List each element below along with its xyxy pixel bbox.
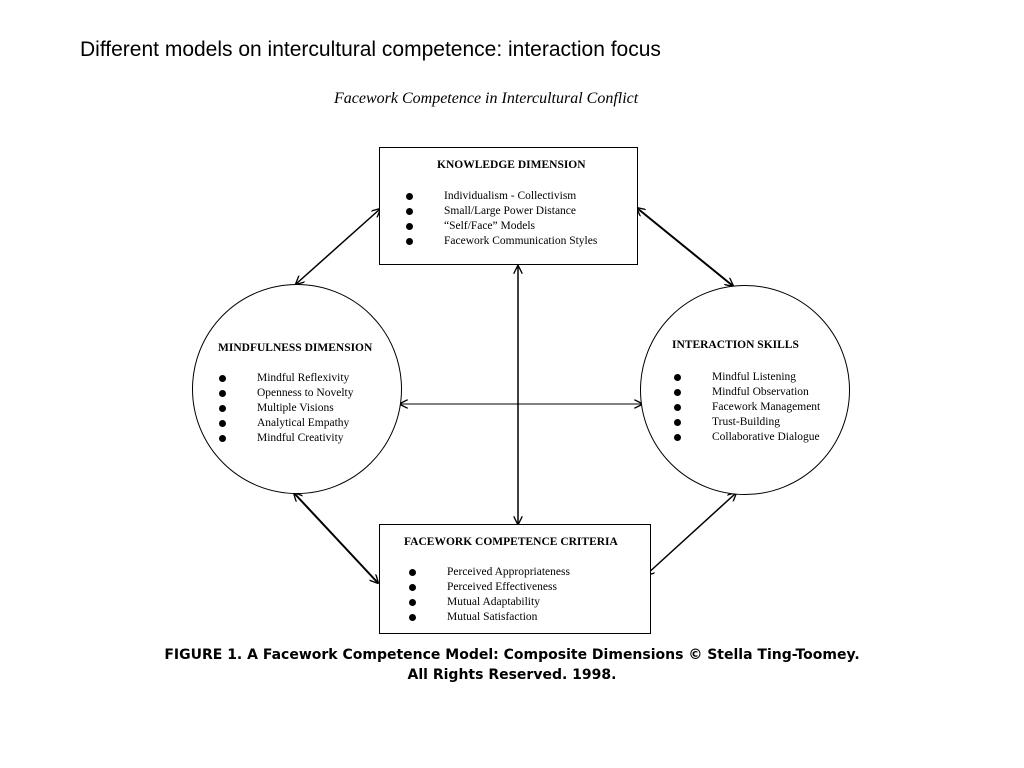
list-item: Analytical Empathy [219, 416, 353, 431]
list-item: Mindful Listening [674, 370, 820, 385]
list-item: Facework Communication Styles [406, 234, 597, 249]
list-item: Mutual Satisfaction [409, 610, 570, 625]
list-item: Mindful Creativity [219, 431, 353, 446]
facework-criteria-box: FACEWORK COMPETENCE CRITERIA Perceived A… [379, 524, 651, 634]
arrow-knowledge-interaction [637, 208, 733, 286]
figure-title: Facework Competence in Intercultural Con… [334, 90, 639, 107]
criteria-heading: FACEWORK COMPETENCE CRITERIA [404, 536, 618, 548]
interaction-list: Mindful Listening Mindful Observation Fa… [674, 370, 820, 445]
list-item: Perceived Effectiveness [409, 580, 570, 595]
list-item: Openness to Novelty [219, 386, 353, 401]
list-item: Multiple Visions [219, 401, 353, 416]
list-item: Small/Large Power Distance [406, 204, 597, 219]
knowledge-heading: KNOWLEDGE DIMENSION [437, 159, 586, 171]
list-item: Trust-Building [674, 415, 820, 430]
mindfulness-list: Mindful Reflexivity Openness to Novelty … [219, 371, 353, 446]
list-item: “Self/Face” Models [406, 219, 597, 234]
list-item: Mindful Reflexivity [219, 371, 353, 386]
list-item: Mindful Observation [674, 385, 820, 400]
mindfulness-dimension-circle: MINDFULNESS DIMENSION Mindful Reflexivit… [192, 284, 402, 494]
slide-title: Different models on intercultural compet… [80, 38, 661, 61]
figure-caption-line1: FIGURE 1. A Facework Competence Model: C… [164, 647, 860, 663]
mindfulness-heading: MINDFULNESS DIMENSION [218, 342, 373, 354]
arrow-mindfulness-criteria [294, 493, 378, 583]
arrow-knowledge-mindfulness [296, 209, 380, 284]
knowledge-dimension-box: KNOWLEDGE DIMENSION Individualism - Coll… [379, 147, 638, 265]
list-item: Individualism - Collectivism [406, 189, 597, 204]
list-item: Perceived Appropriateness [409, 565, 570, 580]
criteria-list: Perceived Appropriateness Perceived Effe… [409, 565, 570, 625]
arrow-interaction-criteria [646, 493, 736, 575]
list-item: Mutual Adaptability [409, 595, 570, 610]
list-item: Facework Management [674, 400, 820, 415]
interaction-skills-circle: INTERACTION SKILLS Mindful Listening Min… [640, 285, 850, 495]
interaction-heading: INTERACTION SKILLS [672, 339, 799, 351]
knowledge-list: Individualism - Collectivism Small/Large… [406, 189, 597, 249]
figure-caption-line2: All Rights Reserved. 1998. [407, 667, 617, 683]
list-item: Collaborative Dialogue [674, 430, 820, 445]
